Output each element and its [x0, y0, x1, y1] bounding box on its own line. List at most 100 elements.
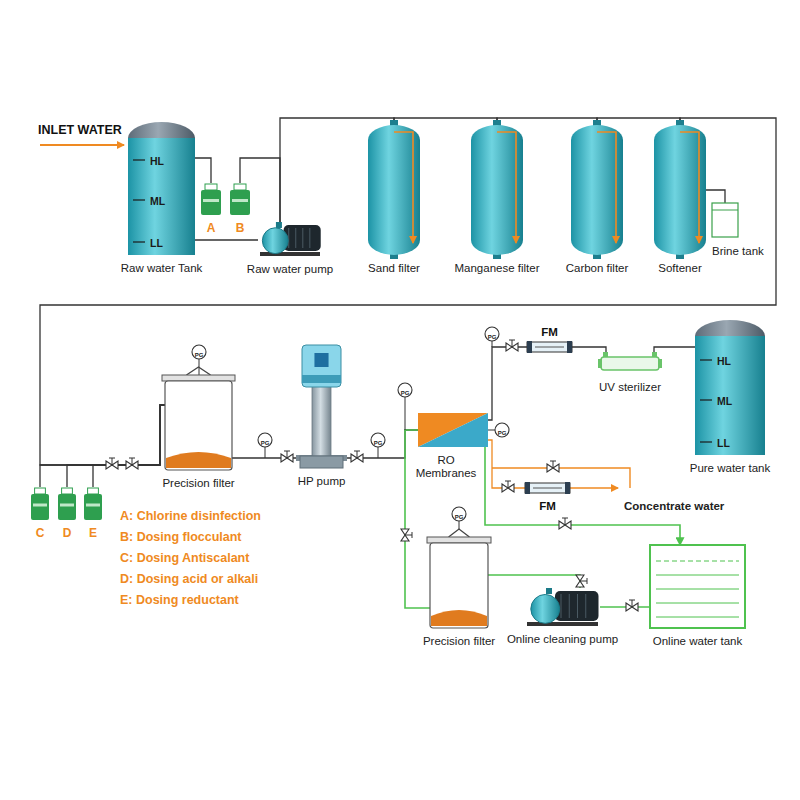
valve-handle: [587, 578, 588, 584]
level-mark: LL: [150, 237, 163, 249]
equipment-label: Carbon filter: [566, 262, 629, 275]
valve-symbol: [547, 461, 559, 472]
text-holder: ML: [150, 191, 165, 209]
precision-filter: Precision filter: [430, 528, 488, 628]
uv-cap: [658, 359, 662, 368]
gauge-label: PG: [374, 440, 383, 446]
text-holder: Precision filter: [423, 631, 495, 649]
valve-stem: [132, 458, 133, 465]
shape-outline: [31, 487, 49, 520]
pipe-connector: [93, 405, 165, 487]
motor-band: [302, 375, 341, 383]
shape-outline: [695, 320, 765, 455]
dosing-tank: C: [31, 487, 49, 520]
text-holder: RO: [437, 450, 454, 468]
dosing-letter: B: [236, 222, 245, 236]
pipe-connector: [40, 405, 165, 487]
pipe-connector: [394, 118, 497, 125]
bottle-body: [230, 190, 250, 215]
valve-handle: [509, 340, 515, 341]
tank-dome: [128, 122, 195, 138]
equipment-label: Online cleaning pump: [507, 633, 618, 646]
level-tick: [700, 359, 712, 360]
storage-tank: HLMLLLPure water tank: [695, 320, 765, 455]
equipment-label: HP pump: [298, 475, 346, 488]
pump-motor: [302, 345, 341, 387]
valve-stem: [112, 458, 113, 465]
valve-stem: [553, 461, 554, 468]
equipment-label: Membranes: [416, 467, 477, 480]
pressure-gauge: [452, 507, 466, 521]
equipment-label: UV sterilizer: [599, 381, 661, 394]
bottle-cap: [62, 488, 73, 494]
valve-stem: [512, 340, 513, 347]
filter-bottom: [166, 452, 231, 468]
shape-outline: [368, 125, 420, 255]
meter-end: [567, 341, 572, 353]
filter-vessel: Sand filter: [368, 125, 420, 255]
tank-body: [695, 336, 765, 455]
text-holder: HP pump: [298, 471, 346, 489]
text-holder: C: [36, 523, 45, 541]
text-holder: Raw water Tank: [121, 258, 203, 276]
valve-symbol: [401, 529, 412, 541]
text-holder: Pure water tank: [690, 458, 771, 476]
tank-outline: [650, 545, 745, 628]
pipe-connector: [600, 606, 650, 608]
shape-outline: [471, 125, 523, 255]
valve-stem: [287, 451, 288, 458]
gauge-label: PG: [261, 440, 270, 446]
shape-outline: [58, 487, 76, 520]
text-holder: E: [89, 523, 97, 541]
level-tick: [700, 441, 712, 442]
filter-lid: [162, 375, 235, 381]
gauge-stem: [378, 447, 379, 458]
flow-arrow: [597, 132, 616, 243]
valve-symbol: [626, 600, 638, 611]
text-holder: PG: [455, 505, 464, 523]
text-holder: D: [63, 523, 72, 541]
shape-outline: [418, 413, 488, 447]
precision-filter: Precision filter: [165, 366, 232, 470]
valve-symbol: [281, 451, 293, 462]
valve-symbol: [506, 340, 518, 351]
text-holder: B: [236, 218, 245, 236]
vessel-body: [471, 125, 523, 255]
vessel-body: [654, 125, 706, 255]
pipe-connector: [488, 440, 525, 488]
bottle-body: [31, 494, 49, 520]
pump-head: [262, 228, 288, 254]
dosing-tank: A: [201, 183, 221, 215]
equipment-label: Precision filter: [162, 477, 234, 490]
meter-end: [525, 482, 530, 494]
text-holder: HL: [150, 151, 164, 169]
gauge-stem: [492, 341, 493, 347]
valve-handle: [354, 451, 360, 452]
pipe-connector: [40, 118, 776, 465]
shape-outline: [712, 203, 738, 237]
gauge-label: PG: [401, 390, 410, 396]
valve-stem: [632, 600, 633, 607]
gauge-label: PG: [195, 352, 204, 358]
dosing-tank: B: [230, 183, 250, 215]
meter-float: [533, 488, 562, 489]
flow-meter: FM: [527, 342, 572, 352]
text-holder: Raw water pump: [247, 259, 333, 277]
shape-outline: [230, 183, 250, 215]
text-holder: E: Dosing reductant: [120, 590, 239, 608]
pressure-gauge: [495, 423, 509, 437]
legend-text: B: Dosing flocculant: [120, 530, 242, 544]
pump-outlet: [546, 588, 552, 594]
dosing-letter: A: [207, 222, 216, 236]
inlet-label: INLET WATER: [38, 123, 122, 137]
text-holder: INLET WATER: [38, 120, 122, 138]
pump-motor: [284, 225, 321, 251]
bottle-cap: [35, 488, 46, 494]
online-tank: Online water tank: [650, 545, 745, 628]
water-line: [656, 561, 739, 562]
pump-motor: [555, 591, 599, 621]
pump-base: [300, 456, 343, 468]
water-line: [656, 575, 739, 576]
pipe-connector: [488, 575, 580, 588]
valve-handle: [550, 461, 556, 462]
